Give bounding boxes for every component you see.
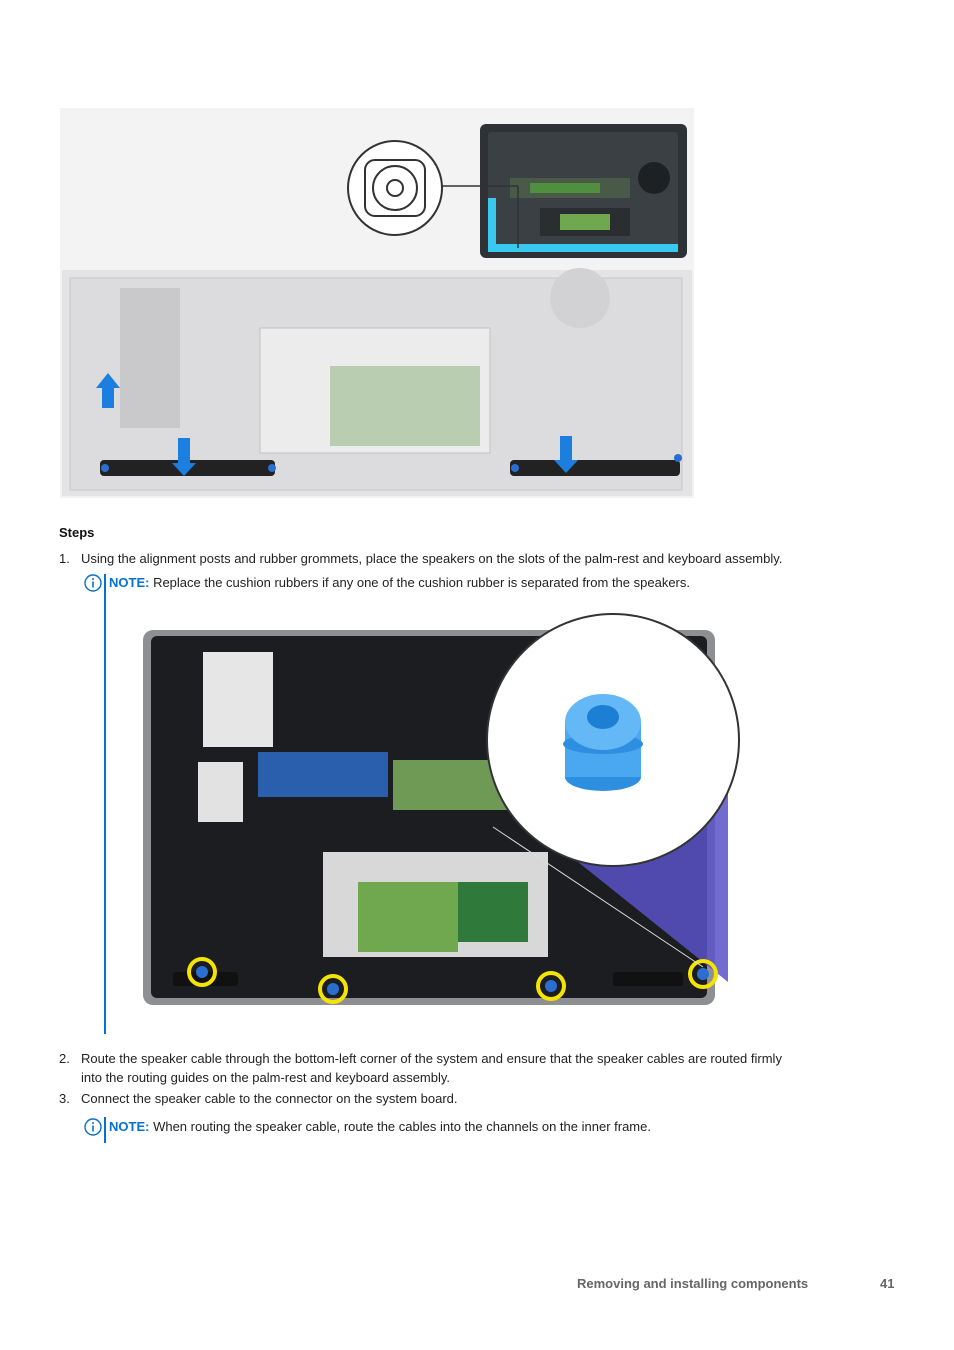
step-number: 1. [59, 551, 70, 566]
steps-heading: Steps [59, 525, 95, 540]
grommet-magnifier [486, 613, 740, 968]
note-1: NOTE: Replace the cushion rubbers if any… [109, 573, 909, 592]
step-text-line2: into the routing guides on the palm-rest… [81, 1070, 451, 1085]
palm-rest-illustration [62, 268, 692, 496]
step-text-line1: Route the speaker cable through the bott… [81, 1051, 782, 1066]
note-text: Replace the cushion rubbers if any one o… [149, 575, 690, 590]
step-3: 3. Connect the speaker cable to the conn… [59, 1089, 919, 1108]
inset-laptop-image [480, 124, 687, 258]
page-number: 41 [880, 1276, 895, 1291]
placement-arrows [96, 373, 578, 476]
note-bar [104, 574, 106, 1034]
step-number: 2. [59, 1051, 70, 1066]
speaker-installation-figure [60, 108, 694, 498]
step-2: 2. Route the speaker cable through the b… [59, 1049, 919, 1087]
step-1: 1. Using the alignment posts and rubber … [59, 549, 919, 568]
speaker-callout-icon [347, 140, 519, 248]
note-label: NOTE: [109, 575, 150, 590]
info-icon [84, 1118, 102, 1136]
step-text: Using the alignment posts and rubber gro… [81, 551, 783, 566]
note-2: NOTE: When routing the speaker cable, ro… [109, 1117, 909, 1136]
note-text: When routing the speaker cable, route th… [149, 1119, 651, 1134]
note-label: NOTE: [109, 1119, 150, 1134]
note-bar [104, 1117, 106, 1143]
grommet-placement-figure [143, 613, 740, 1005]
grommet-callouts [187, 957, 718, 1004]
step-number: 3. [59, 1091, 70, 1106]
step-text: Connect the speaker cable to the connect… [81, 1091, 458, 1106]
footer-section-title: Removing and installing components [577, 1276, 809, 1291]
info-icon [84, 574, 102, 592]
